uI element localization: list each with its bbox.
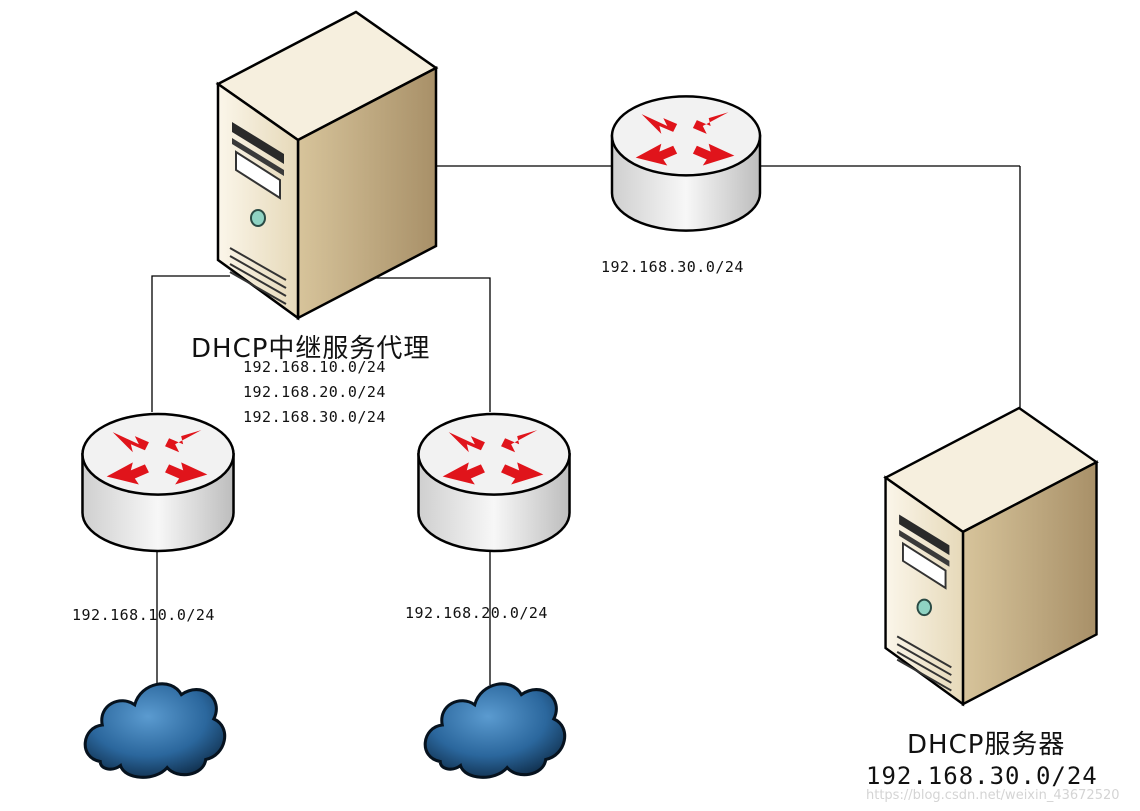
- router-right-network-label: 192.168.20.0/24: [405, 604, 548, 622]
- link-lines: [151, 165, 1021, 685]
- relay-server-icon: [216, 10, 438, 320]
- link-relay-router-right: [370, 277, 491, 412]
- link-relay-router-left: [151, 275, 230, 412]
- dhcp-server-name: DHCP服务器: [907, 730, 1066, 760]
- relay-server-name: DHCP中继服务代理: [191, 334, 431, 364]
- cloud-right-icon: [423, 682, 567, 779]
- router-right-icon: [417, 412, 571, 553]
- watermark: https://blog.csdn.net/weixin_43672520: [866, 788, 1120, 803]
- relay-network-10: 192.168.10.0/24: [243, 358, 386, 376]
- relay-network-30: 192.168.30.0/24: [243, 408, 386, 426]
- router-top-icon: [610, 95, 762, 232]
- dhcp-server-icon: [884, 406, 1098, 706]
- router-left-network-label: 192.168.10.0/24: [72, 606, 215, 624]
- router-top-network-label: 192.168.30.0/24: [601, 258, 744, 276]
- dhcp-server-address: 192.168.30.0/24: [866, 762, 1098, 790]
- relay-network-20: 192.168.20.0/24: [243, 383, 386, 401]
- cloud-left-icon: [83, 682, 227, 779]
- router-left-icon: [81, 412, 235, 553]
